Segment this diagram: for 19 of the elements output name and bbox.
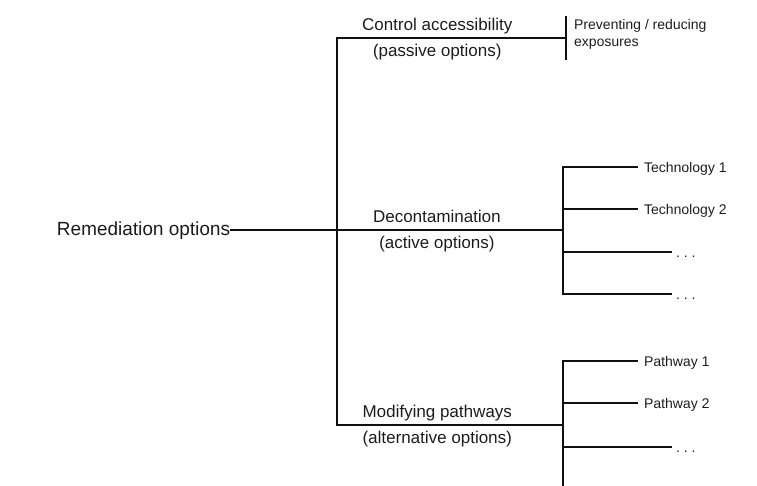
connector-line [518, 15, 567, 61]
branch-label: Modifying pathways [362, 401, 513, 423]
leaf-label: Pathway 2 [638, 393, 748, 413]
outcome-label: Preventing / reducing exposures [566, 16, 736, 60]
root-label: Remediation options [8, 217, 230, 243]
branch-label: Decontamination [372, 206, 502, 228]
ellipsis-label: . . . [672, 437, 732, 457]
connector-line [507, 229, 672, 295]
branch-sublabel: (active options) [378, 232, 496, 254]
branch-sublabel: (alternative options) [362, 427, 513, 449]
leaf-label: Technology 2 [638, 199, 748, 219]
branch-label: Control accessibility [361, 14, 514, 36]
connector-line [518, 424, 564, 486]
ellipsis-label: . . . [672, 284, 732, 304]
leaf-label: Technology 1 [638, 157, 748, 177]
branch-sublabel: (passive options) [372, 40, 502, 62]
connector-line [230, 229, 357, 426]
ellipsis-label: . . . [672, 242, 732, 262]
leaf-label: Pathway 1 [638, 351, 748, 371]
